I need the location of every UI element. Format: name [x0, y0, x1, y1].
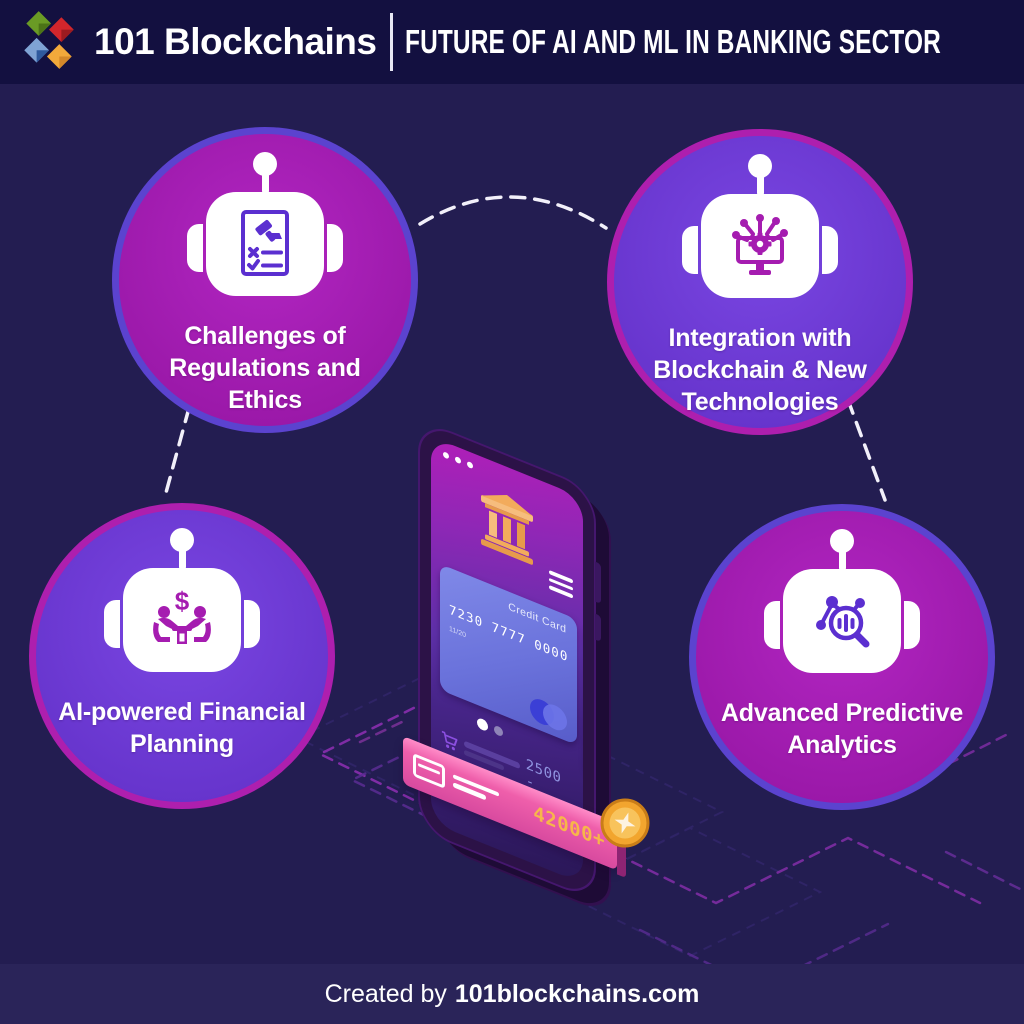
header-bar: 101 Blockchains FUTURE OF AI AND ML IN B… [0, 0, 1024, 84]
node-label: Integration with Blockchain & New Techno… [653, 324, 867, 416]
footer-credit-text: Created by [324, 979, 447, 1008]
robot-monitor-gear-circuit-icon [680, 154, 840, 312]
cart-icon [441, 730, 458, 751]
phone-screen: Credit Card 7230 7777 0000 11/20 5725 Jo… [431, 436, 583, 884]
node-financial-planning[interactable]: $ AI-powered Financial Planning [29, 503, 335, 809]
circuit-line [944, 850, 1024, 893]
gold-coin-icon [600, 798, 650, 848]
node-blockchain-integration[interactable]: Integration with Blockchain & New Techno… [607, 129, 913, 435]
banking-app-phone-illustration: Credit Card 7230 7777 0000 11/20 5725 Jo… [403, 418, 678, 938]
robot-advisor-meeting-dollar-icon: $ [102, 528, 262, 686]
cart-icon [442, 828, 460, 851]
connector-left [162, 406, 191, 502]
circuit-line [358, 719, 406, 744]
101-blockchains-logo-icon [24, 11, 74, 69]
node-predictive-analytics[interactable]: Advanced Predictive Analytics [689, 504, 995, 810]
transaction-bars [441, 868, 497, 884]
robot-gavel-checklist-icon [185, 152, 345, 310]
node-label: AI-powered Financial Planning [58, 698, 306, 758]
menu-icon[interactable] [549, 569, 573, 599]
header-divider [390, 13, 394, 71]
node-regulations-ethics[interactable]: Challenges of Regulations and Ethics [112, 127, 418, 433]
node-label: Challenges of Regulations and Ethics [169, 322, 361, 414]
status-dots [443, 451, 473, 470]
transaction-row [441, 868, 573, 884]
transaction-bars [466, 840, 522, 877]
page-title: FUTURE OF AI AND ML IN BANKING SECTOR [405, 23, 942, 60]
svg-text:$: $ [175, 586, 190, 616]
robot-magnifier-analytics-icon [762, 529, 922, 687]
banner-card-icon [413, 752, 445, 789]
brand-name: 101 Blockchains [94, 21, 377, 62]
footer-bar: Created by 101blockchains.com [0, 964, 1024, 1024]
banner-bars [453, 773, 499, 806]
transaction-row: 2500 - [441, 722, 573, 807]
phone-frame: Credit Card 7230 7777 0000 11/20 5725 Jo… [403, 418, 617, 902]
transaction-amount: 750 - [528, 864, 573, 884]
footer-site-link[interactable]: 101blockchains.com [454, 979, 700, 1008]
bank-building-icon [481, 494, 533, 565]
card-network-logo [530, 695, 568, 735]
node-label: Advanced Predictive Analytics [720, 699, 964, 759]
connector-top-arc [418, 195, 608, 230]
